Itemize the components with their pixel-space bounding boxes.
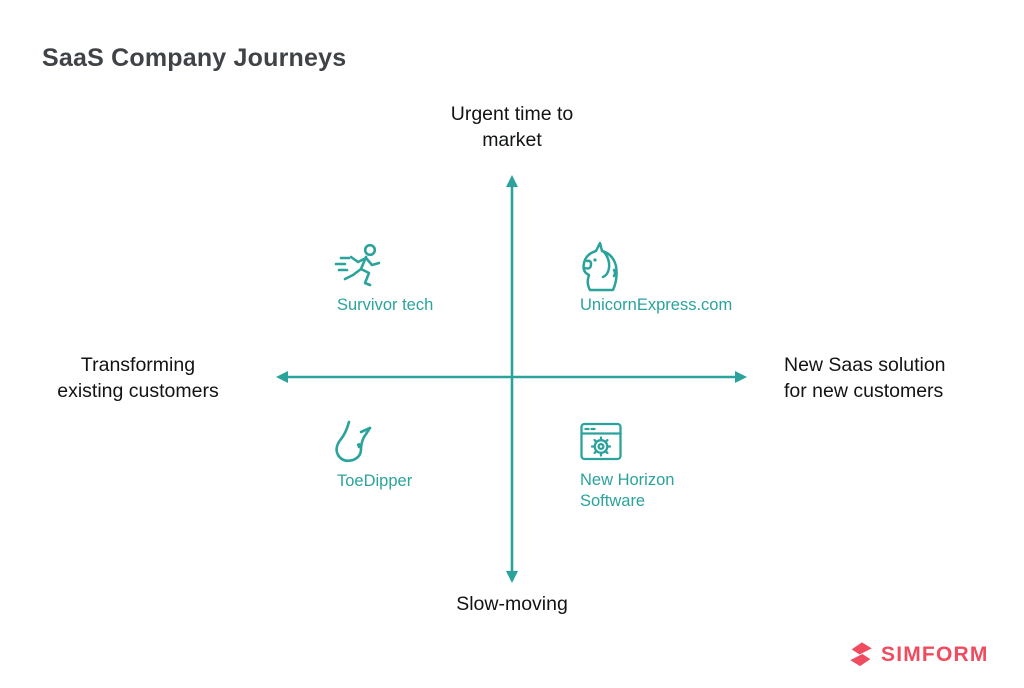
simform-mark-shapes — [850, 642, 872, 667]
gear-hub — [597, 442, 605, 451]
unicorn-mane-dash — [612, 268, 617, 278]
arrowhead-up — [506, 175, 518, 187]
simform-mark-bottom — [850, 654, 871, 667]
gear-teeth — [590, 436, 612, 457]
arrowhead-down — [506, 571, 518, 583]
runner-back-arm — [349, 255, 368, 264]
quadrant-label-toedipper: ToeDipper — [337, 472, 413, 490]
axis-label-top: Urgent time to market — [450, 103, 574, 151]
axis-label-right: New Saas solution for new customers — [784, 354, 946, 402]
axis-label-bottom: Slow-moving — [456, 593, 568, 615]
foot-strokes — [335, 420, 372, 463]
foot-toenail-mark — [356, 443, 361, 449]
axes-arrowheads — [276, 175, 747, 583]
simform-mark-icon — [850, 642, 872, 667]
page-title: SaaS Company Journeys — [42, 44, 347, 72]
arrowhead-left — [276, 371, 288, 383]
simform-mark-top — [851, 642, 872, 655]
browser-window-frame — [580, 422, 622, 461]
foot-icon — [335, 420, 372, 463]
runner-front-arm — [364, 256, 381, 267]
quadrant-label-unicornexpress: UnicornExpress.com — [580, 296, 733, 314]
foot-heel-chevron — [359, 426, 372, 434]
runner-front-leg — [359, 267, 372, 287]
foot-outline — [335, 420, 372, 463]
browser-gear-icon — [580, 422, 622, 461]
simform-brand-text: SIMFORM — [881, 642, 989, 666]
unicorn-icon — [582, 241, 618, 292]
quadrant-label-new-horizon: New Horizon Software — [580, 471, 675, 510]
browser-gear-strokes — [580, 422, 622, 461]
unicorn-eye — [593, 258, 597, 262]
unicorn-strokes — [582, 241, 618, 292]
axes-lines — [287, 186, 736, 572]
runner-icon — [334, 243, 381, 287]
runner-head — [363, 243, 377, 257]
axis-label-left: Transforming existing customers — [57, 354, 219, 402]
quadrant-label-survivor-tech: Survivor tech — [337, 296, 434, 314]
unicorn-mane-line — [601, 250, 611, 279]
unicorn-head-outline — [582, 241, 618, 292]
runner-back-leg — [343, 267, 363, 281]
runner-strokes — [334, 243, 381, 287]
unicorn-muzzle-curl — [583, 259, 593, 270]
arrowhead-right — [735, 371, 747, 383]
simform-logo: SIMFORM — [847, 640, 989, 669]
